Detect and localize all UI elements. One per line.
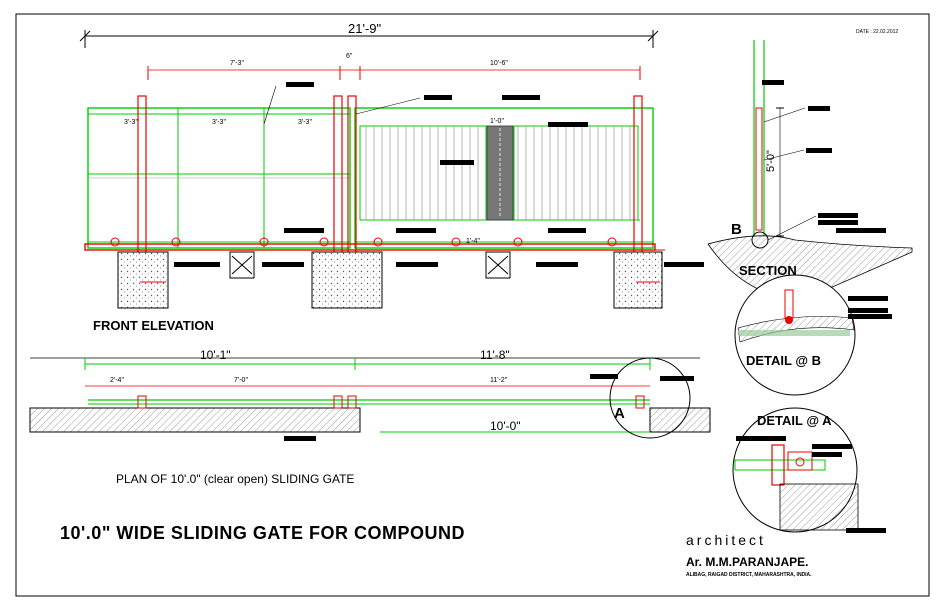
dim-plan-sub-2: 7'-0" [234, 377, 248, 384]
dim-panel-1: 3'-3" [124, 119, 138, 126]
front-elevation-posts [84, 82, 704, 309]
front-elevation [79, 30, 659, 249]
plan-view [29, 357, 711, 441]
sheet-title: 10'.0" WIDE SLIDING GATE FOR COMPOUND [60, 523, 466, 543]
label-detail-a: DETAIL @ A [757, 413, 832, 428]
date-label: DATE : 22.02.2012 [856, 29, 899, 35]
architect-label: architect [686, 532, 766, 548]
label-detail-b: DETAIL @ B [746, 353, 822, 368]
marker-b: B [731, 221, 742, 238]
dim-right-part: 10'-6" [490, 60, 508, 67]
detail-a [732, 407, 886, 533]
dim-post-gap: 1'-0" [490, 118, 504, 125]
dim-plan-left: 10'-1" [200, 348, 231, 362]
detail-b [734, 274, 892, 396]
dim-overall: 21'-9" [348, 21, 382, 36]
section-view [707, 40, 913, 291]
marker-a: A [614, 405, 625, 422]
dim-panel-3: 3'-3" [298, 119, 312, 126]
dim-rail: 1'-4" [466, 238, 480, 245]
label-section: SECTION [739, 263, 797, 278]
dim-plan-right: 11'-8" [480, 348, 510, 362]
dim-plan-sub-3: 11'-2" [490, 377, 508, 384]
architect-name: Ar. M.M.PARANJAPE. [686, 555, 809, 569]
dim-section-height: 5'-0" [765, 150, 777, 172]
sheet-border [15, 13, 930, 597]
gate-vertical-bars [365, 126, 631, 220]
dim-plan-clear: 10'-0" [490, 419, 521, 433]
dim-gap: 6" [346, 53, 353, 60]
dim-plan-sub-1: 2'-4" [110, 377, 124, 384]
dim-left-part: 7'-3" [230, 60, 244, 67]
label-plan: PLAN OF 10'.0" (clear open) SLIDING GATE [116, 472, 355, 486]
architect-address: ALIBAG, RAIGAD DISTRICT, MAHARASHTRA, IN… [686, 572, 812, 578]
label-front-elevation: FRONT ELEVATION [93, 318, 214, 333]
dim-panel-2: 3'-3" [212, 119, 226, 126]
